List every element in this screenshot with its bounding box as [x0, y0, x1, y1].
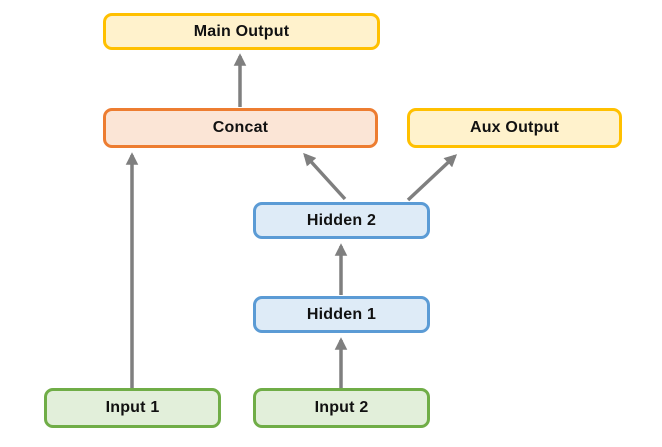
node-input-2-label: Input 2	[314, 399, 369, 416]
node-aux-output-label: Aux Output	[469, 119, 560, 136]
node-hidden-2-label: Hidden 2	[306, 211, 377, 229]
node-concat-label: Concat	[212, 119, 269, 136]
node-main-output-label: Main Output	[193, 22, 290, 40]
node-aux-output: Aux Output	[407, 108, 622, 148]
node-hidden-1-label: Hidden 1	[306, 305, 377, 323]
edge-hidden-2-to-aux-output	[406, 154, 458, 202]
node-input-1: Input 1	[44, 388, 221, 428]
node-hidden-1: Hidden 1	[253, 296, 430, 333]
node-hidden-2: Hidden 2	[253, 202, 430, 239]
node-input-2: Input 2	[253, 388, 430, 428]
edge-hidden-2-to-concat	[303, 152, 347, 201]
node-main-output: Main Output	[103, 13, 380, 50]
node-concat: Concat	[103, 108, 378, 148]
node-input-1-label: Input 1	[105, 399, 160, 416]
